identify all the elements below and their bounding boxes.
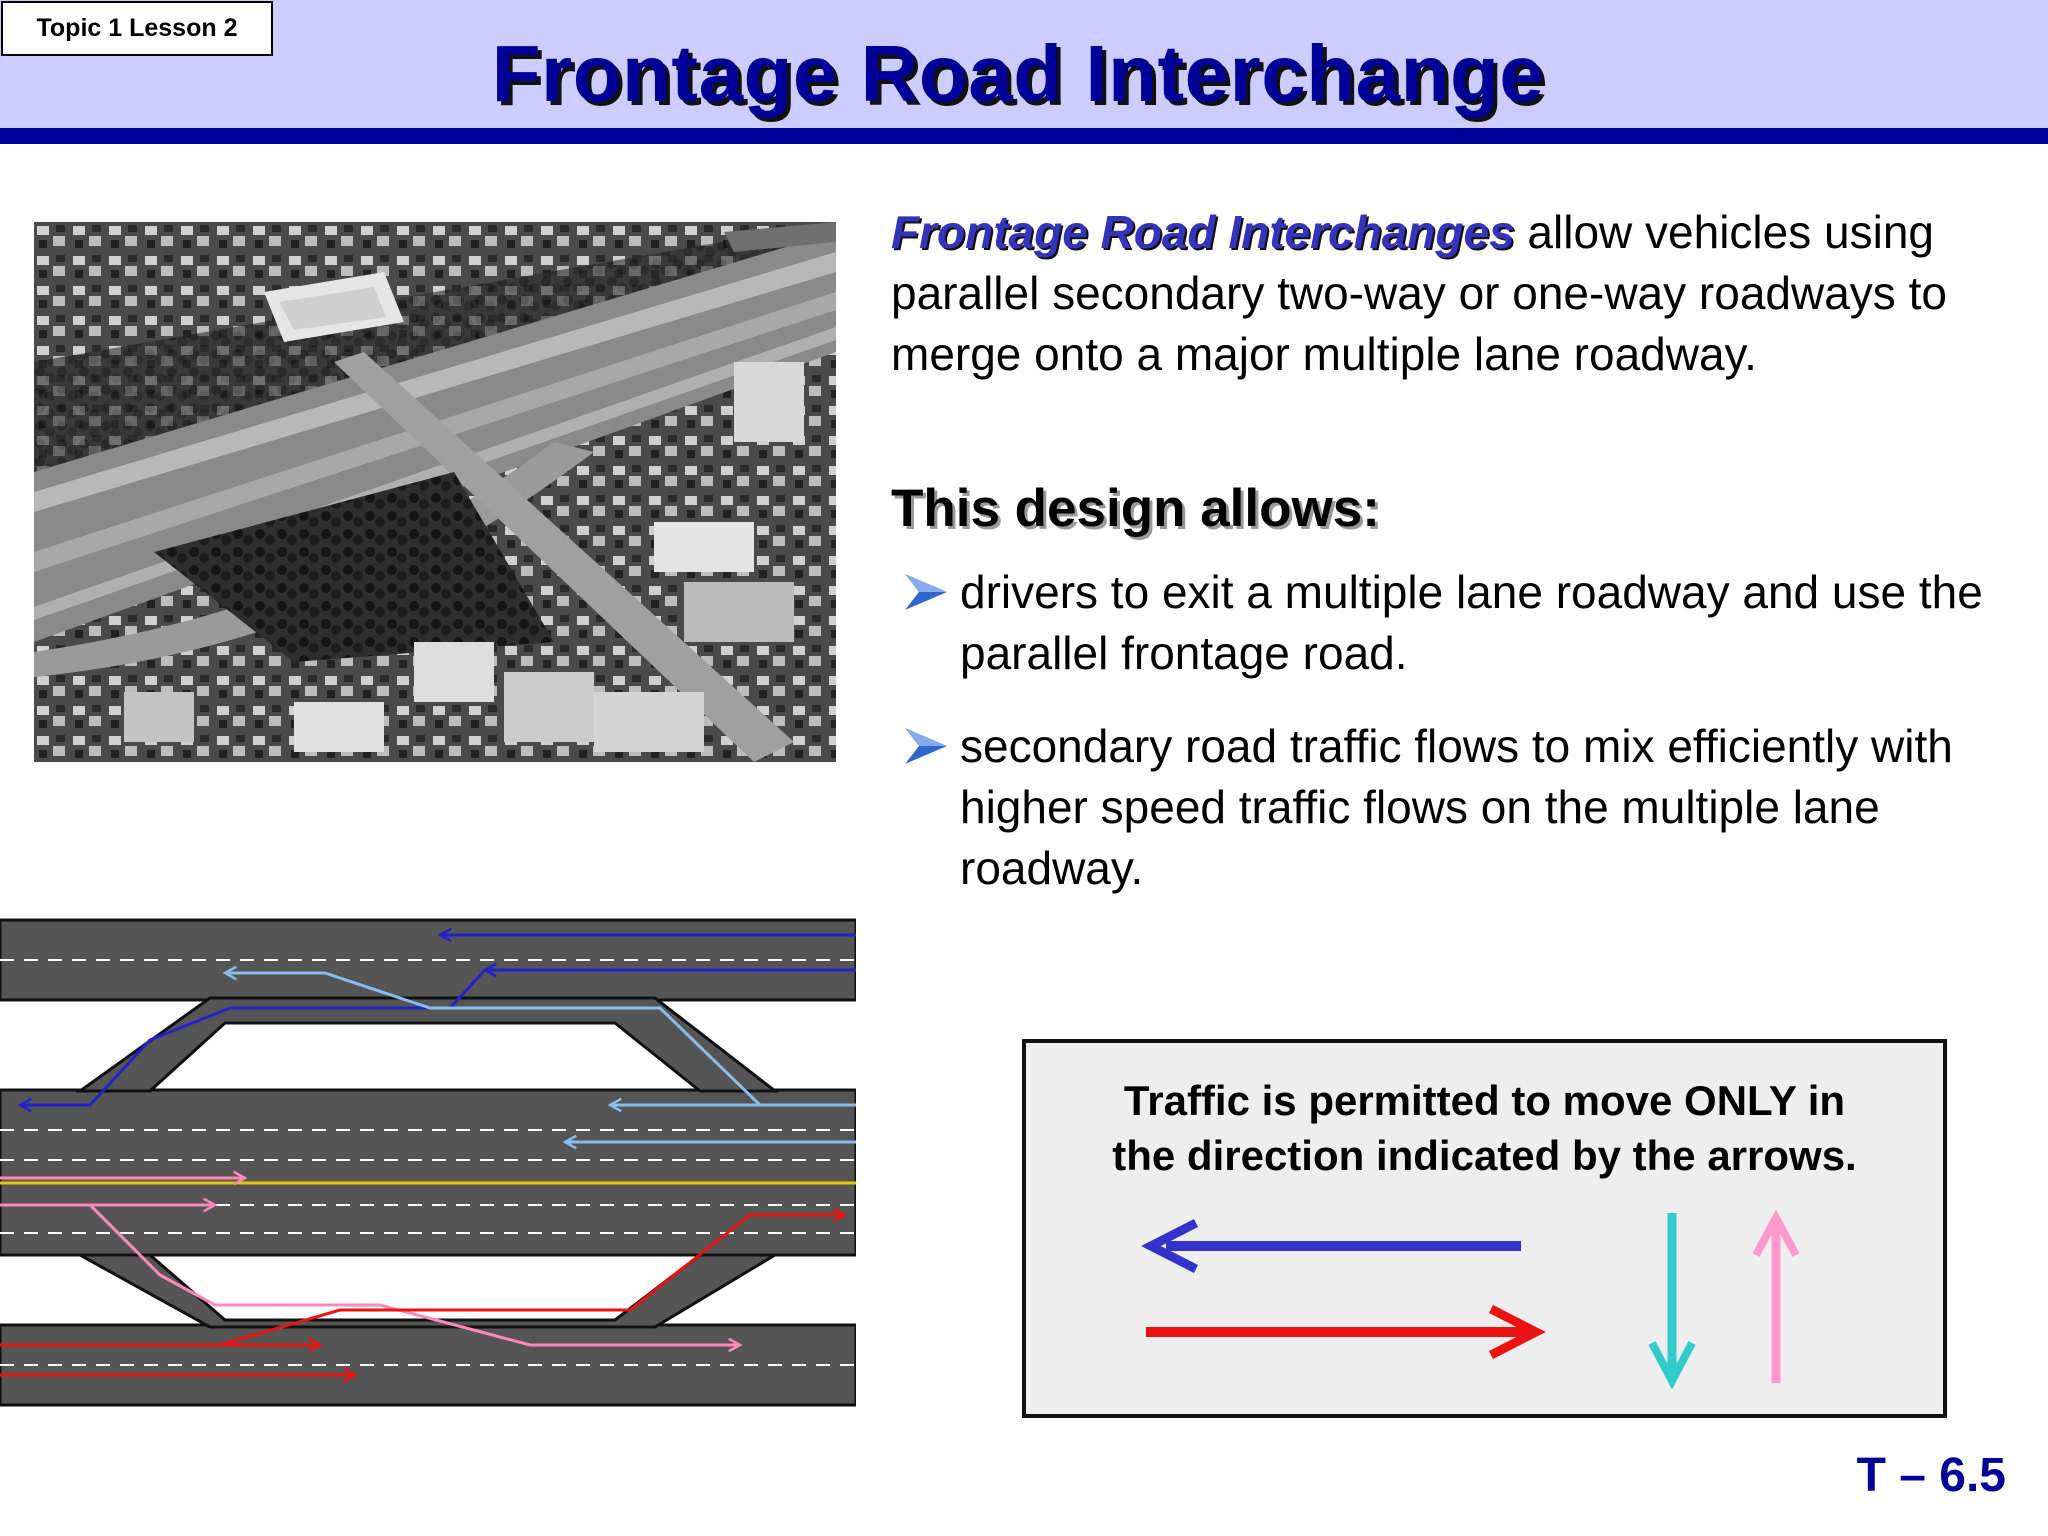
intro-term: Frontage Road Interchanges — [891, 206, 1515, 258]
bullet-item: drivers to exit a multiple lane roadway … — [905, 562, 2025, 684]
road-diagram — [0, 905, 858, 1480]
topic-label-text: Topic 1 Lesson 2 — [36, 14, 238, 42]
header-rule — [0, 128, 2048, 144]
slide-title-text: Frontage Road Interchange — [491, 29, 1545, 118]
bullet-item: secondary road traffic flows to mix effi… — [905, 716, 2025, 899]
traffic-note-text: Traffic is permitted to move ONLY in the… — [1026, 1073, 1943, 1183]
arrow-legend — [1141, 1209, 1800, 1390]
traffic-note-box: Traffic is permitted to move ONLY in the… — [1022, 1039, 1947, 1418]
chevron-arrow-icon — [905, 728, 947, 764]
allows-heading: This design allows: — [891, 479, 1380, 538]
traffic-note-line-1: Traffic is permitted to move ONLY in — [1123, 1077, 1846, 1124]
left-arrow-icon — [1141, 1218, 1521, 1274]
bullet-text: secondary road traffic flows to mix effi… — [960, 720, 1953, 894]
flow-arrow — [219, 1215, 845, 1347]
up-arrow-icon — [1752, 1209, 1800, 1383]
chevron-arrow-icon — [905, 574, 947, 610]
slide-title: Frontage Road Interchange — [0, 28, 2048, 120]
bullet-text: drivers to exit a multiple lane roadway … — [960, 566, 1983, 679]
intro-paragraph: Frontage Road Interchanges allow vehicle… — [891, 202, 2011, 385]
topic-label: Topic 1 Lesson 2 — [1, 1, 273, 56]
intro-text: allow vehicles using parallel secondary … — [891, 206, 1947, 380]
header-band — [0, 0, 2048, 128]
page-number: T – 6.5 — [1856, 1449, 2006, 1502]
traffic-note-line-2: the direction indicated by the arrows. — [1112, 1132, 1857, 1179]
flow-arrow — [20, 968, 487, 1105]
aerial-interchange-photo — [34, 222, 836, 762]
right-arrow-icon — [1146, 1304, 1546, 1360]
down-arrow-icon — [1648, 1213, 1696, 1390]
